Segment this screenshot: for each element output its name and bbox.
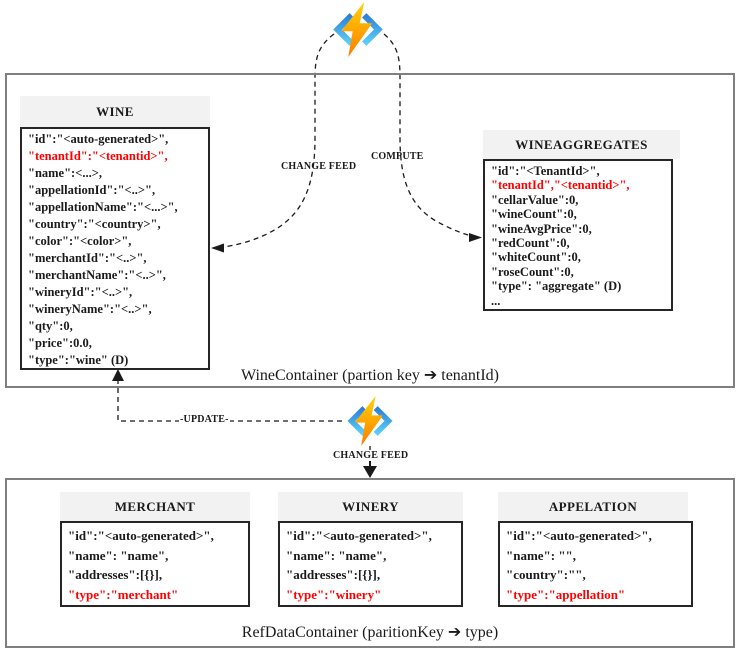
wineaggregates-box-title: WINEAGGREGATES	[483, 130, 680, 159]
code-line: "wineAvgPrice":0,	[491, 221, 592, 236]
winery-document-box: "id":"<auto-generated>", "name": "name", "…	[278, 521, 463, 607]
refdata-container-caption: RefDataContainer (paritionKey ➔ type)	[241, 624, 499, 641]
code-line: "country":"",	[506, 567, 586, 582]
code-line: "name":<...>,	[28, 166, 102, 180]
code-line: "type":"wine" (D)	[28, 353, 129, 367]
update-label: -UPDATE-	[179, 414, 230, 425]
code-line: "roseCount":0,	[491, 264, 574, 279]
code-line: "wineCount":0,	[491, 207, 577, 222]
change-feed-label: CHANGE FEED	[281, 161, 357, 172]
merchant-box-title: MERCHANT	[60, 492, 250, 521]
wine-container-box	[5, 73, 735, 388]
appelation-document-box: "id":"<auto-generated>", "name": "", "coun…	[498, 521, 693, 607]
code-line: "type": "aggregate" (D)	[491, 279, 622, 294]
code-line: "wineryId":"<..>",	[28, 285, 133, 299]
code-line: "color":"<color>",	[28, 234, 132, 248]
code-line: "addresses":[{}],	[286, 567, 381, 582]
code-line: "qty":0,	[28, 319, 73, 333]
arrowhead-into-refdata	[363, 466, 377, 478]
appelation-box-title: APPELATION	[498, 492, 688, 521]
refdata-container-box	[5, 478, 735, 648]
compute-label: COMPUTE	[371, 151, 424, 162]
wine-document-box: "id":"<auto-generated>", "tenantId":"<ten…	[20, 127, 210, 370]
azure-functions-icon	[347, 396, 393, 446]
code-line: "wineryName":"<..>",	[28, 302, 152, 316]
code-line: "addresses":[{}],	[68, 567, 163, 582]
code-line: "tenantId":"<tenantid>",	[28, 149, 168, 163]
code-line: "appellationId":"<..>",	[28, 183, 156, 197]
code-line: "type":"merchant"	[68, 586, 179, 602]
wineaggregates-document-box: "id":"<TenantId>","tenantId","<tenantid>…	[483, 159, 673, 311]
code-line: "id":"<auto-generated>",	[286, 528, 432, 543]
merchant-document-box: "id":"<auto-generated>", "name": "name", "…	[60, 521, 250, 607]
code-line: "id":"<auto-generated>",	[28, 132, 169, 146]
code-line: "cellarValue":0,	[491, 192, 579, 207]
code-line: ...	[491, 293, 501, 308]
code-line: "id":"<auto-generated>",	[506, 528, 652, 543]
azure-functions-icon	[333, 2, 383, 57]
code-line: "merchantName":"<..>",	[28, 268, 166, 282]
wine-box-title: WINE	[20, 96, 210, 127]
code-line: "type":"appellation"	[506, 586, 626, 602]
code-line: "id":"<TenantId>",	[491, 164, 600, 178]
code-line: "name": "name",	[68, 547, 169, 563]
winery-box-title: WINERY	[278, 492, 463, 521]
code-line: "name": "name",	[286, 547, 387, 563]
code-line: "price":0.0,	[28, 336, 92, 350]
code-line: "appellationName":"<...>",	[28, 200, 178, 214]
code-line: "id":"<auto-generated>",	[68, 528, 214, 543]
code-line: "name": "",	[506, 547, 577, 563]
change-feed-bottom-label: CHANGE FEED	[333, 450, 409, 461]
code-line: "redCount":0,	[491, 236, 570, 251]
code-line: "tenantId","<tenantid>",	[491, 178, 630, 193]
code-line: "country":"<country>",	[28, 217, 161, 231]
code-line: "whiteCount":0,	[491, 250, 581, 265]
code-line: "merchantId":"<..>",	[28, 251, 147, 265]
wine-container-caption: WineContainer (partion key ➔ tenantId)	[240, 367, 499, 384]
code-line: "type":"winery"	[286, 586, 382, 602]
